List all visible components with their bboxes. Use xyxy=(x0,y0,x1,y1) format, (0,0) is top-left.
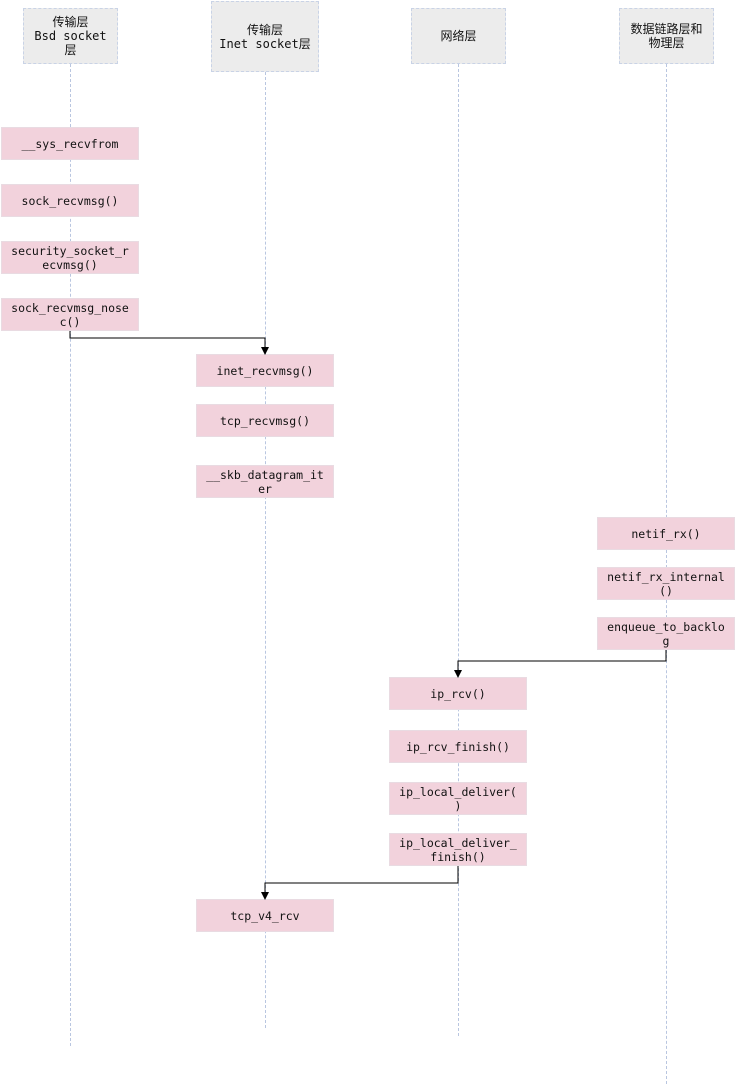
call-sock-recvmsg: sock_recvmsg() xyxy=(1,184,139,217)
arrow-bsd-to-inet xyxy=(69,331,269,355)
call-sys-recvfrom: __sys_recvfrom xyxy=(1,127,139,160)
lane-header-net: 网络层 xyxy=(411,8,506,64)
arrow-link-to-net xyxy=(454,650,667,678)
arrow-net-to-inet xyxy=(261,866,459,900)
lifeline-net xyxy=(458,64,459,1036)
call-inet-recvmsg: inet_recvmsg() xyxy=(196,354,334,387)
call-security-socket-recvmsg: security_socket_r ecvmsg() xyxy=(1,241,139,274)
call-skb-datagram-iter: __skb_datagram_it er xyxy=(196,465,334,498)
lane-header-bsd: 传输层 Bsd socket 层 xyxy=(23,8,118,64)
call-netif-rx-internal: netif_rx_internal () xyxy=(597,567,735,600)
call-enqueue-to-backlog: enqueue_to_backlo g xyxy=(597,617,735,650)
call-ip-local-deliver: ip_local_deliver( ) xyxy=(389,782,527,815)
call-ip-rcv: ip_rcv() xyxy=(389,677,527,710)
lane-header-inet: 传输层 Inet socket层 xyxy=(211,1,319,72)
call-ip-local-deliver-finish: ip_local_deliver_ finish() xyxy=(389,833,527,866)
call-sock-recvmsg-nosec: sock_recvmsg_nose c() xyxy=(1,298,139,331)
call-netif-rx: netif_rx() xyxy=(597,517,735,550)
call-ip-rcv-finish: ip_rcv_finish() xyxy=(389,730,527,763)
lifeline-bsd xyxy=(70,64,71,1046)
lane-header-link: 数据链路层和 物理层 xyxy=(619,8,714,64)
call-tcp-recvmsg: tcp_recvmsg() xyxy=(196,404,334,437)
lifeline-inet xyxy=(265,72,266,1028)
